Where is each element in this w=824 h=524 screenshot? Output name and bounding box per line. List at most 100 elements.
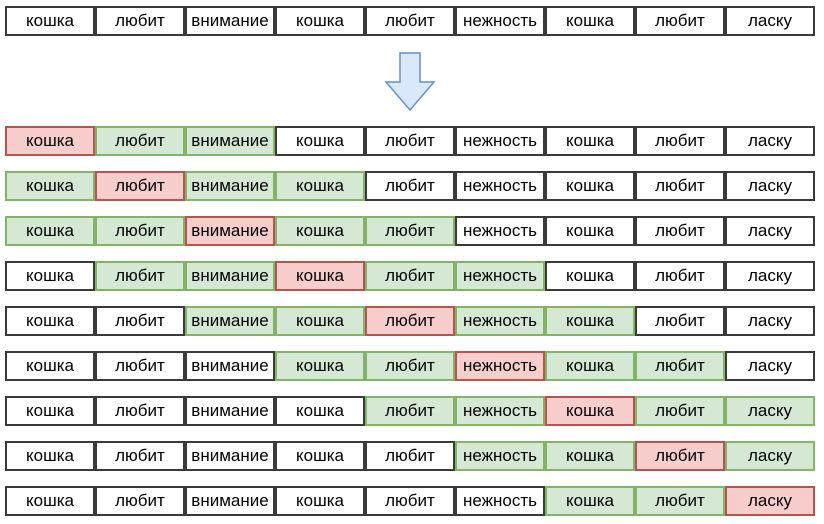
- context-word-cell: любит: [365, 216, 455, 246]
- word-cell: кошка: [545, 171, 635, 201]
- word-cell: кошка: [275, 396, 365, 426]
- word-cell: кошка: [5, 261, 95, 291]
- word-cell: нежность: [455, 6, 545, 36]
- word-cell: нежность: [455, 216, 545, 246]
- context-word-cell: кошка: [5, 171, 95, 201]
- word-cell: кошка: [5, 351, 95, 381]
- context-word-cell: любит: [635, 396, 725, 426]
- word-cell: ласку: [725, 171, 815, 201]
- word-cell: любит: [635, 6, 725, 36]
- word-cell: кошка: [275, 486, 365, 516]
- context-word-cell: любит: [635, 351, 725, 381]
- word-cell: ласку: [725, 6, 815, 36]
- context-word-cell: любит: [365, 261, 455, 291]
- word-cell: внимание: [185, 6, 275, 36]
- context-word-cell: любит: [95, 216, 185, 246]
- word-cell: кошка: [5, 441, 95, 471]
- context-word-cell: кошка: [275, 351, 365, 381]
- word-cell: кошка: [275, 6, 365, 36]
- word-cell: кошка: [545, 216, 635, 246]
- context-word-cell: любит: [95, 126, 185, 156]
- center-word-cell: кошка: [275, 261, 365, 291]
- word-cell: ласку: [725, 126, 815, 156]
- context-word-cell: нежность: [455, 396, 545, 426]
- word-cell: ласку: [725, 351, 815, 381]
- word-cell: внимание: [185, 396, 275, 426]
- down-arrow-icon: [384, 52, 436, 112]
- word-cell: нежность: [455, 486, 545, 516]
- context-word-cell: внимание: [185, 261, 275, 291]
- word-cell: любит: [365, 171, 455, 201]
- center-word-cell: ласку: [725, 486, 815, 516]
- word-cell: любит: [635, 126, 725, 156]
- context-word-cell: любит: [365, 351, 455, 381]
- word-cell: нежность: [455, 171, 545, 201]
- word-cell: любит: [365, 6, 455, 36]
- word-cell: любит: [95, 306, 185, 336]
- word-cell: кошка: [275, 126, 365, 156]
- word-cell: внимание: [185, 441, 275, 471]
- context-word-cell: ласку: [725, 396, 815, 426]
- center-word-cell: кошка: [545, 396, 635, 426]
- context-word-cell: нежность: [455, 306, 545, 336]
- context-word-cell: любит: [365, 396, 455, 426]
- context-word-cell: любит: [635, 486, 725, 516]
- word-cell: кошка: [5, 6, 95, 36]
- context-word-cell: кошка: [545, 486, 635, 516]
- center-word-cell: нежность: [455, 351, 545, 381]
- context-word-cell: ласку: [725, 441, 815, 471]
- word-cell: нежность: [455, 126, 545, 156]
- word-cell: кошка: [5, 486, 95, 516]
- center-word-cell: любит: [365, 306, 455, 336]
- context-word-cell: нежность: [455, 261, 545, 291]
- word-cell: кошка: [545, 126, 635, 156]
- center-word-cell: любит: [95, 171, 185, 201]
- context-word-cell: кошка: [545, 441, 635, 471]
- context-word-cell: кошка: [275, 216, 365, 246]
- word-cell: любит: [95, 6, 185, 36]
- center-word-cell: любит: [635, 441, 725, 471]
- word-cell: любит: [635, 216, 725, 246]
- context-word-cell: кошка: [545, 306, 635, 336]
- word-cell: любит: [95, 351, 185, 381]
- context-word-cell: внимание: [185, 126, 275, 156]
- word-cell: кошка: [5, 306, 95, 336]
- word-cell: ласку: [725, 216, 815, 246]
- word-cell: кошка: [545, 261, 635, 291]
- context-word-cell: внимание: [185, 171, 275, 201]
- context-word-cell: кошка: [275, 171, 365, 201]
- word-cell: внимание: [185, 486, 275, 516]
- context-word-cell: нежность: [455, 441, 545, 471]
- context-word-cell: внимание: [185, 306, 275, 336]
- word-cell: любит: [365, 126, 455, 156]
- word-cell: любит: [95, 486, 185, 516]
- word-cell: любит: [635, 306, 725, 336]
- word-cell: внимание: [185, 351, 275, 381]
- center-word-cell: кошка: [5, 126, 95, 156]
- word-cell: любит: [95, 441, 185, 471]
- word-cell: кошка: [545, 6, 635, 36]
- word-cell: любит: [95, 396, 185, 426]
- context-word-cell: кошка: [5, 216, 95, 246]
- word-cell: кошка: [5, 396, 95, 426]
- context-word-cell: любит: [95, 261, 185, 291]
- word-cell: любит: [635, 261, 725, 291]
- context-word-cell: кошка: [275, 306, 365, 336]
- word-cell: любит: [635, 171, 725, 201]
- center-word-cell: внимание: [185, 216, 275, 246]
- word-cell: ласку: [725, 261, 815, 291]
- word-cell: кошка: [275, 441, 365, 471]
- word-cell: ласку: [725, 306, 815, 336]
- context-word-cell: кошка: [545, 351, 635, 381]
- word-cell: любит: [365, 441, 455, 471]
